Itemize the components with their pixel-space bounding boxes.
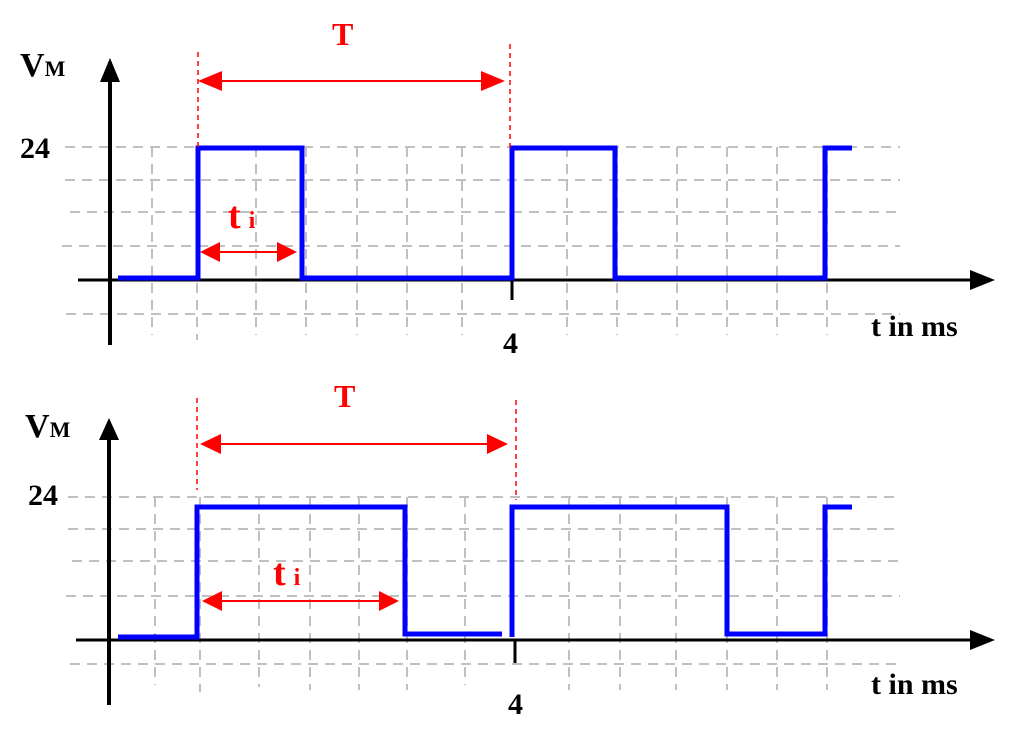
top-grid	[62, 146, 900, 340]
svg-text:ti: ti	[228, 195, 256, 237]
bottom-grid	[66, 496, 900, 692]
bottom-pulse-arrowhead-right	[379, 591, 399, 611]
top-x-arrow	[970, 270, 995, 290]
svg-text:VM: VM	[20, 47, 66, 84]
top-y-tick-label: 24	[20, 132, 50, 165]
bottom-y-label-sub: M	[50, 417, 71, 442]
bottom-x-arrow	[970, 630, 995, 650]
bottom-x-tick-label: 4	[508, 688, 523, 721]
top-pulse-arrowhead-left	[200, 242, 220, 262]
top-y-label-sub: M	[45, 56, 66, 81]
top-pulse-label: t	[228, 195, 241, 237]
bottom-period-arrowhead-left	[200, 434, 221, 454]
bottom-pwm-signal	[118, 504, 502, 640]
bottom-pulse-label: t	[273, 552, 286, 594]
top-x-tick-label: 4	[503, 327, 518, 360]
bottom-y-tick-label: 24	[28, 479, 58, 512]
bottom-pulse-arrowhead-left	[202, 591, 222, 611]
top-pulse-arrowhead-right	[277, 242, 297, 262]
top-y-arrow	[100, 58, 120, 82]
bottom-pwm-signal-2	[509, 504, 852, 637]
top-period-arrowhead-left	[198, 71, 222, 91]
top-x-label: t in ms	[871, 310, 958, 343]
bottom-x-label: t in ms	[871, 668, 958, 701]
bottom-period-label: T	[334, 378, 355, 414]
svg-text:ti: ti	[273, 552, 301, 594]
svg-text:VM: VM	[25, 408, 71, 445]
bottom-y-arrow	[99, 418, 119, 440]
top-pulse-label-sub: i	[249, 208, 256, 234]
bottom-pulse-label-sub: i	[294, 565, 301, 591]
top-y-label: V	[20, 47, 45, 84]
bottom-period-arrowhead-right	[487, 434, 508, 454]
top-period-label: T	[332, 16, 353, 52]
top-pwm-signal	[118, 145, 852, 281]
top-period-arrowhead-right	[481, 71, 505, 91]
bottom-y-label: V	[25, 408, 50, 445]
